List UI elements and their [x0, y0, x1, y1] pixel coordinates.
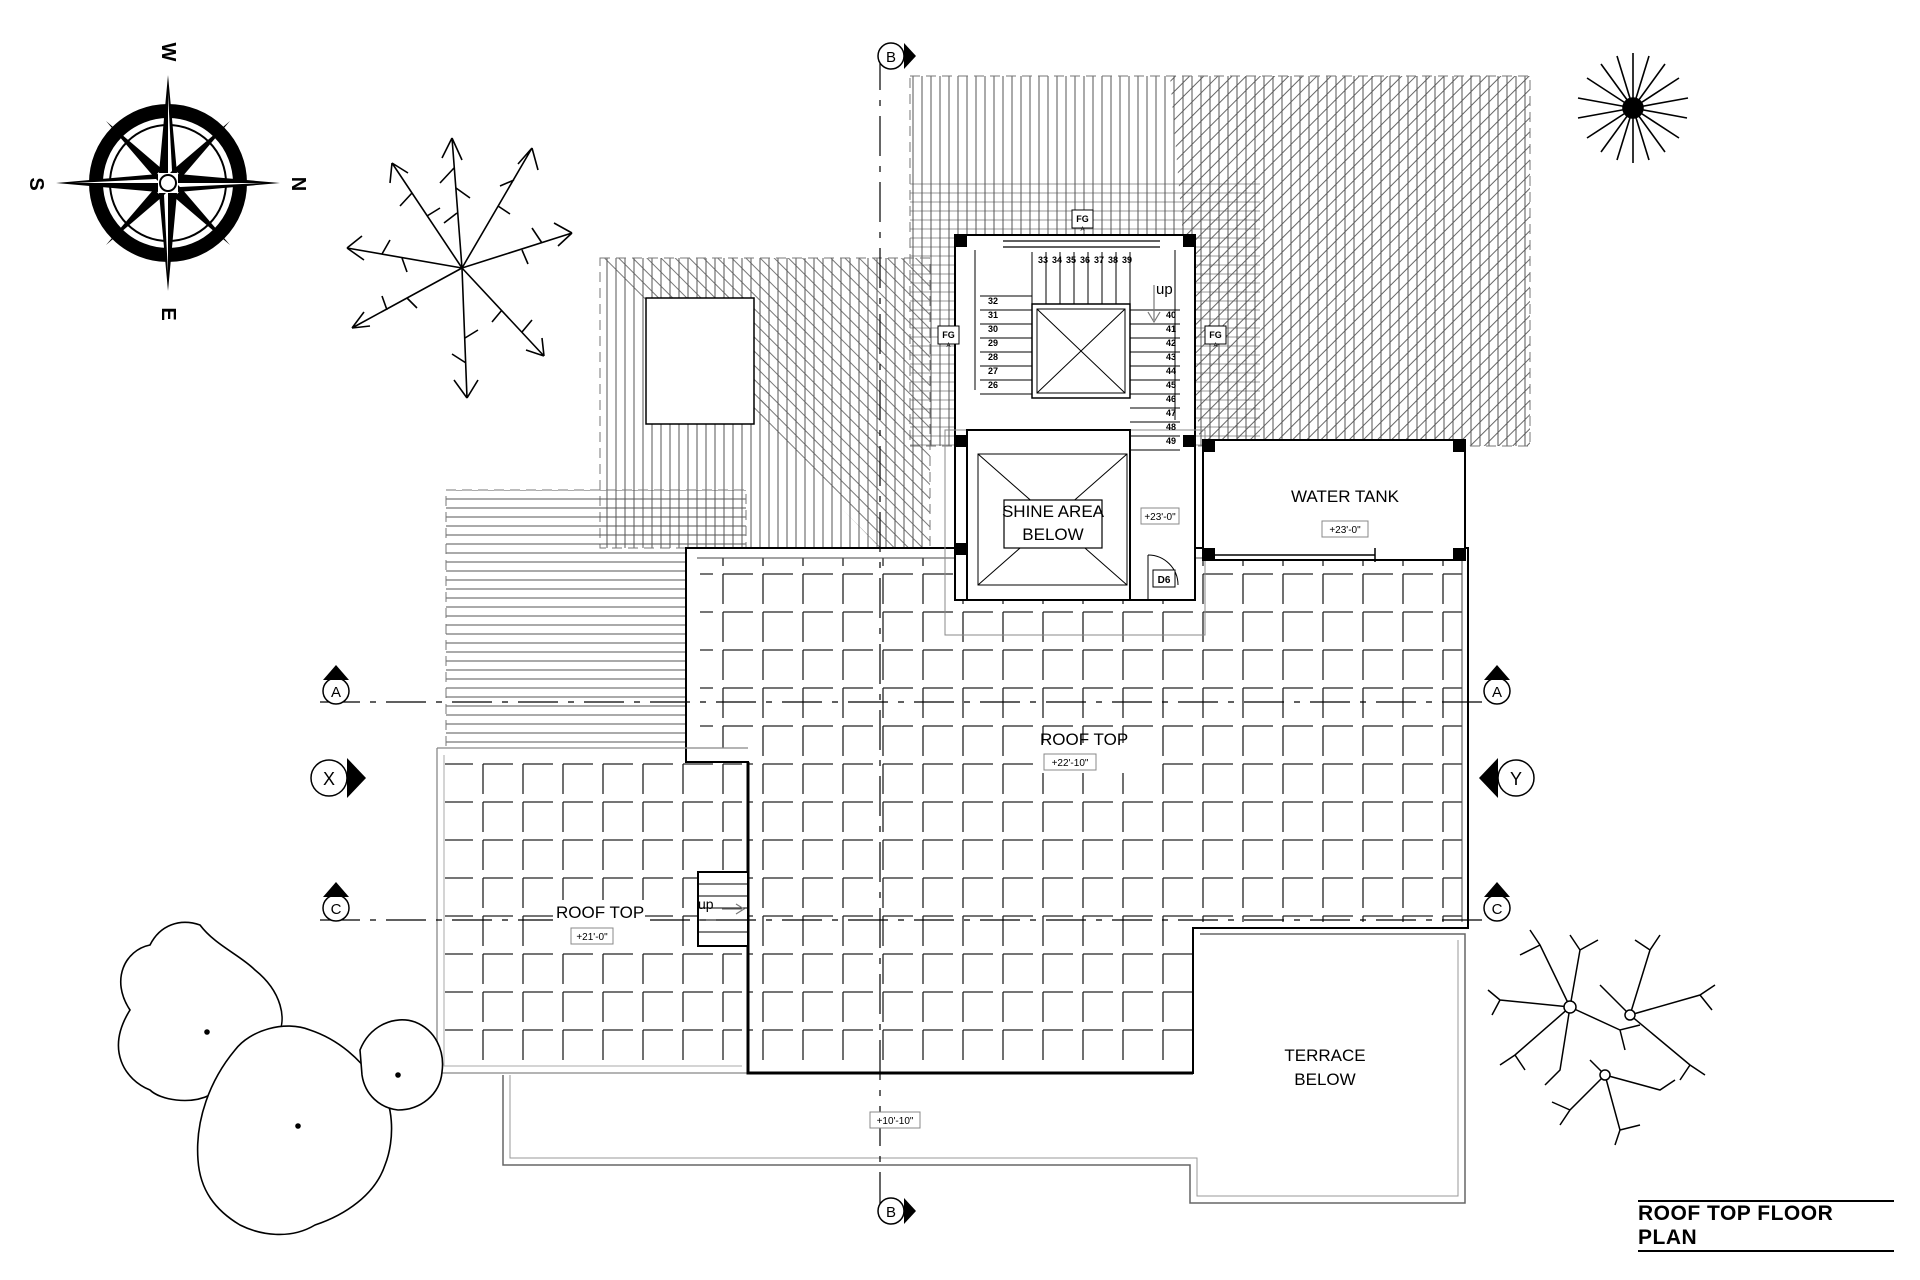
section-a-left-label: A	[331, 684, 341, 701]
step-26: 26	[988, 380, 998, 390]
water-tank-label: WATER TANK	[1291, 487, 1400, 506]
stair-up-label: up	[1156, 281, 1173, 298]
branching-tree-symbol	[1487, 929, 1716, 1146]
stair-top-numbers: 33 34 35 36 37 38 39	[1038, 255, 1132, 265]
section-x-label: X	[323, 769, 335, 789]
step-48: 48	[1166, 422, 1176, 432]
step-47: 47	[1166, 408, 1176, 418]
terrace-label-2: BELOW	[1294, 1070, 1355, 1089]
compass-east: E	[157, 307, 179, 320]
step-34: 34	[1052, 255, 1062, 265]
svg-text:A: A	[946, 343, 950, 349]
svg-text:FG: FG	[1076, 214, 1089, 224]
section-marker-c-left: C	[322, 882, 350, 922]
step-32: 32	[988, 296, 998, 306]
step-46: 46	[1166, 394, 1176, 404]
step-30: 30	[988, 324, 998, 334]
shine-area-label-1: SHINE AREA	[1002, 502, 1105, 521]
svg-text:A: A	[1213, 343, 1217, 349]
section-lines	[320, 50, 1500, 1210]
svg-text:A: A	[1080, 227, 1084, 233]
compass-south: S	[25, 177, 47, 190]
roof-top-lower-label: ROOF TOP	[556, 903, 644, 922]
water-tank	[1202, 439, 1466, 562]
terrace-level: +10'-10"	[877, 1116, 914, 1127]
svg-text:FG: FG	[942, 330, 955, 340]
round-tree-cluster-symbol	[117, 921, 444, 1236]
roof-top-main-level: +22'-10"	[1052, 758, 1089, 769]
palm-tree-symbol	[346, 137, 573, 399]
stair-landing-level: +23'-0"	[1144, 512, 1176, 523]
star-shrub-symbol	[1577, 53, 1689, 163]
step-49: 49	[1166, 436, 1176, 446]
step-36: 36	[1080, 255, 1090, 265]
section-marker-y: Y	[1479, 758, 1535, 798]
section-c-left-label: C	[331, 901, 342, 918]
step-27: 27	[988, 366, 998, 376]
section-marker-b-top: B	[877, 42, 916, 70]
fg-tag-left: FG A	[937, 325, 960, 349]
section-marker-a-right: A	[1483, 665, 1511, 705]
terrace-label-1: TERRACE	[1284, 1046, 1365, 1065]
roof-top-lower-level: +21'-0"	[576, 932, 608, 943]
step-40: 40	[1166, 310, 1176, 320]
drawing-title-block: ROOF TOP FLOOR PLAN	[1638, 1200, 1894, 1252]
step-33: 33	[1038, 255, 1048, 265]
water-tank-level: +23'-0"	[1329, 525, 1361, 536]
door-tag: D6	[1158, 575, 1171, 586]
roof-top-main-label: ROOF TOP	[1040, 730, 1128, 749]
section-b-top-label: B	[886, 49, 896, 66]
step-38: 38	[1108, 255, 1118, 265]
compass-north: N	[287, 177, 309, 191]
shine-area-label-2: BELOW	[1022, 525, 1083, 544]
section-y-label: Y	[1510, 769, 1522, 789]
step-35: 35	[1066, 255, 1076, 265]
section-marker-b-bottom: B	[877, 1197, 916, 1225]
step-43: 43	[1166, 352, 1176, 362]
step-45: 45	[1166, 380, 1176, 390]
svg-text:FG: FG	[1209, 330, 1222, 340]
step-31: 31	[988, 310, 998, 320]
section-c-right-label: C	[1492, 901, 1503, 918]
compass-rose	[56, 75, 280, 291]
stair-right-numbers: 40 41 42 43 44 45 46 47 48 49	[1166, 310, 1176, 446]
section-marker-a-left: A	[322, 665, 350, 705]
section-a-right-label: A	[1492, 684, 1502, 701]
stair-left-numbers: 32 31 30 29 28 27 26	[988, 296, 998, 390]
step-44: 44	[1166, 366, 1176, 376]
fg-tag-right: FG A	[1204, 325, 1227, 349]
section-marker-x: X	[310, 758, 366, 798]
small-stair-up-label: up	[698, 896, 714, 912]
section-b-bottom-label: B	[886, 1204, 896, 1221]
step-41: 41	[1166, 324, 1176, 334]
stair-core	[944, 234, 1206, 636]
drawing-title: ROOF TOP FLOOR PLAN	[1638, 1202, 1834, 1249]
step-39: 39	[1122, 255, 1132, 265]
step-28: 28	[988, 352, 998, 362]
step-29: 29	[988, 338, 998, 348]
compass-west: W	[157, 43, 179, 62]
section-marker-c-right: C	[1483, 882, 1511, 922]
step-37: 37	[1094, 255, 1104, 265]
step-42: 42	[1166, 338, 1176, 348]
fg-tag-top: FG A	[1071, 209, 1094, 233]
